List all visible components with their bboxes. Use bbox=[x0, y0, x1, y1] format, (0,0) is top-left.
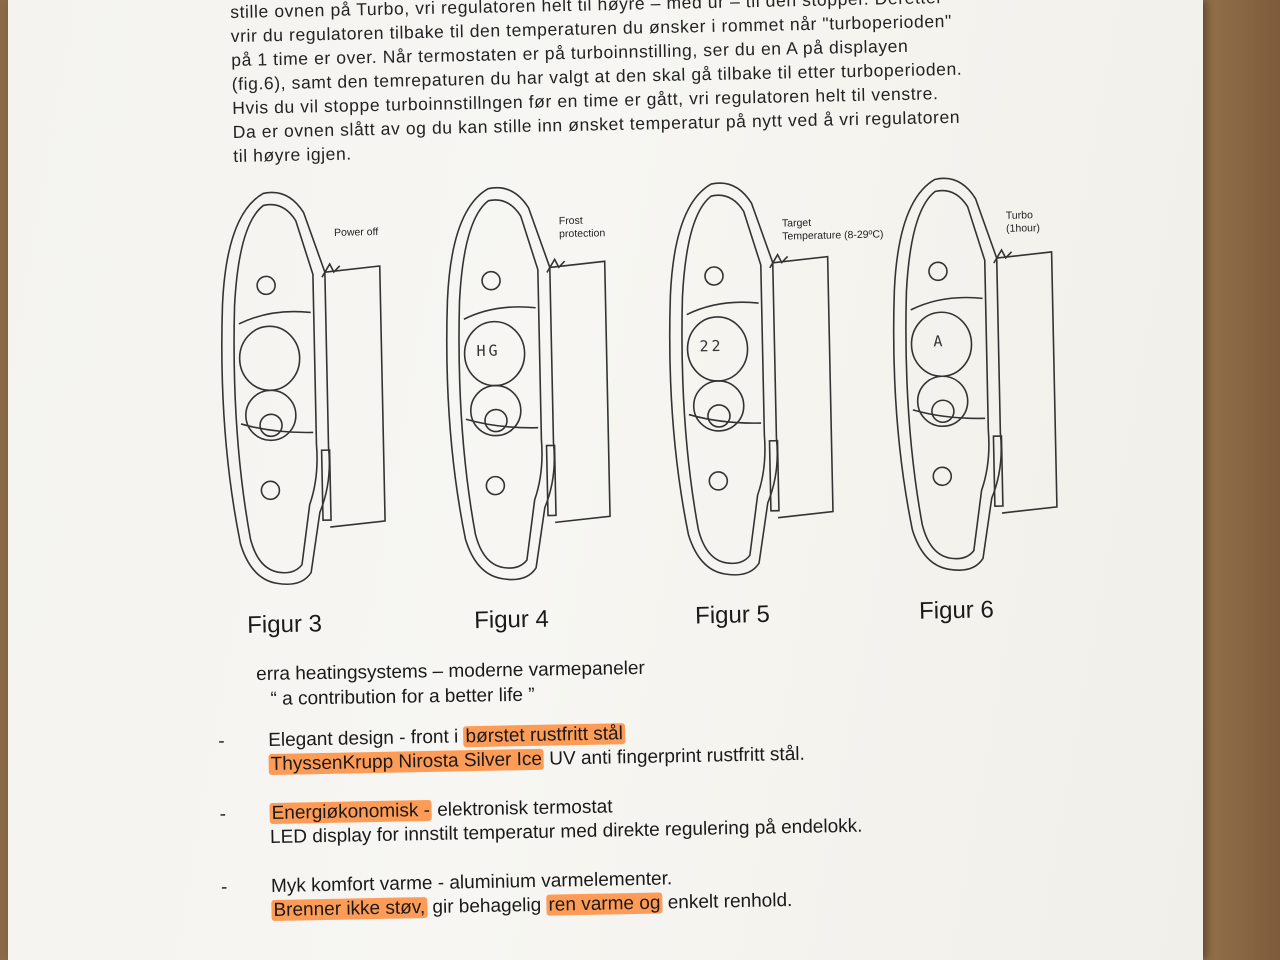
list-item: - Myk komfort varme - aluminium varmelem… bbox=[221, 859, 1122, 924]
feature-text: UV anti fingerprint rustfritt stål. bbox=[543, 743, 805, 770]
list-item: - Elegant design - front i børstet rustf… bbox=[218, 713, 1119, 778]
figure-4: HG Frost protection Figur 4 bbox=[433, 176, 643, 640]
annotation-label: Turbo (1hour) bbox=[1005, 209, 1041, 235]
highlighted-text: Brenner ikke støv, bbox=[271, 897, 428, 922]
thermostat-diagram bbox=[221, 191, 386, 586]
thermostat-diagram bbox=[892, 177, 1058, 571]
list-item: - Energiøkonomisk - elektronisk termosta… bbox=[219, 786, 1120, 851]
annotation-label: Target Temperature (8-29ºC) bbox=[781, 216, 884, 243]
thermostat-diagram bbox=[668, 182, 834, 576]
thermostat-diagram bbox=[445, 187, 611, 581]
feature-list: - Elegant design - front i børstet rustf… bbox=[218, 713, 1122, 949]
figure-5: 22 Target Temperature (8-29ºC) Figur 5 bbox=[656, 171, 884, 635]
bullet-dash: - bbox=[219, 803, 227, 825]
figure-6: A Turbo (1hour) Figur 6 bbox=[880, 166, 1090, 630]
intro-paragraph: stille ovnen på Turbo, vri regulatoren h… bbox=[230, 0, 1083, 168]
brand-block: erra heatingsystems – moderne varmepanel… bbox=[256, 656, 645, 712]
figure-caption: Figur 3 bbox=[246, 610, 323, 639]
annotation-label: Power off bbox=[333, 226, 379, 239]
bullet-dash: - bbox=[220, 876, 228, 898]
figure-3: Power off Figur 3 bbox=[208, 180, 418, 644]
instruction-sheet: stille ovnen på Turbo, vri regulatoren h… bbox=[8, 0, 1203, 960]
feature-text: Elegant design - front i bbox=[268, 726, 464, 752]
figure-row: Power off Figur 3 bbox=[188, 166, 1097, 645]
figure-caption: Figur 4 bbox=[473, 605, 550, 635]
figure-caption: Figur 5 bbox=[694, 600, 771, 630]
led-display: HG bbox=[476, 341, 501, 360]
highlighted-text: ThyssenKrupp Nirosta Silver Ice bbox=[268, 748, 545, 776]
figure-caption: Figur 6 bbox=[918, 596, 995, 625]
feature-text: elektronisk termostat bbox=[431, 796, 613, 821]
led-display: 22 bbox=[699, 336, 724, 356]
highlighted-text: Energiøkonomisk - bbox=[269, 799, 433, 825]
led-display: A bbox=[933, 332, 946, 351]
feature-text: enkelt renhold. bbox=[662, 890, 793, 914]
highlighted-text: ren varme og bbox=[546, 892, 663, 916]
highlighted-text: børstet rustfritt stål bbox=[463, 723, 626, 748]
bullet-dash: - bbox=[218, 730, 225, 752]
annotation-label: Frost protection bbox=[558, 214, 606, 241]
brand-tagline: “ a contribution for a better life ” bbox=[270, 684, 535, 710]
feature-text: gir behagelig bbox=[426, 894, 547, 919]
